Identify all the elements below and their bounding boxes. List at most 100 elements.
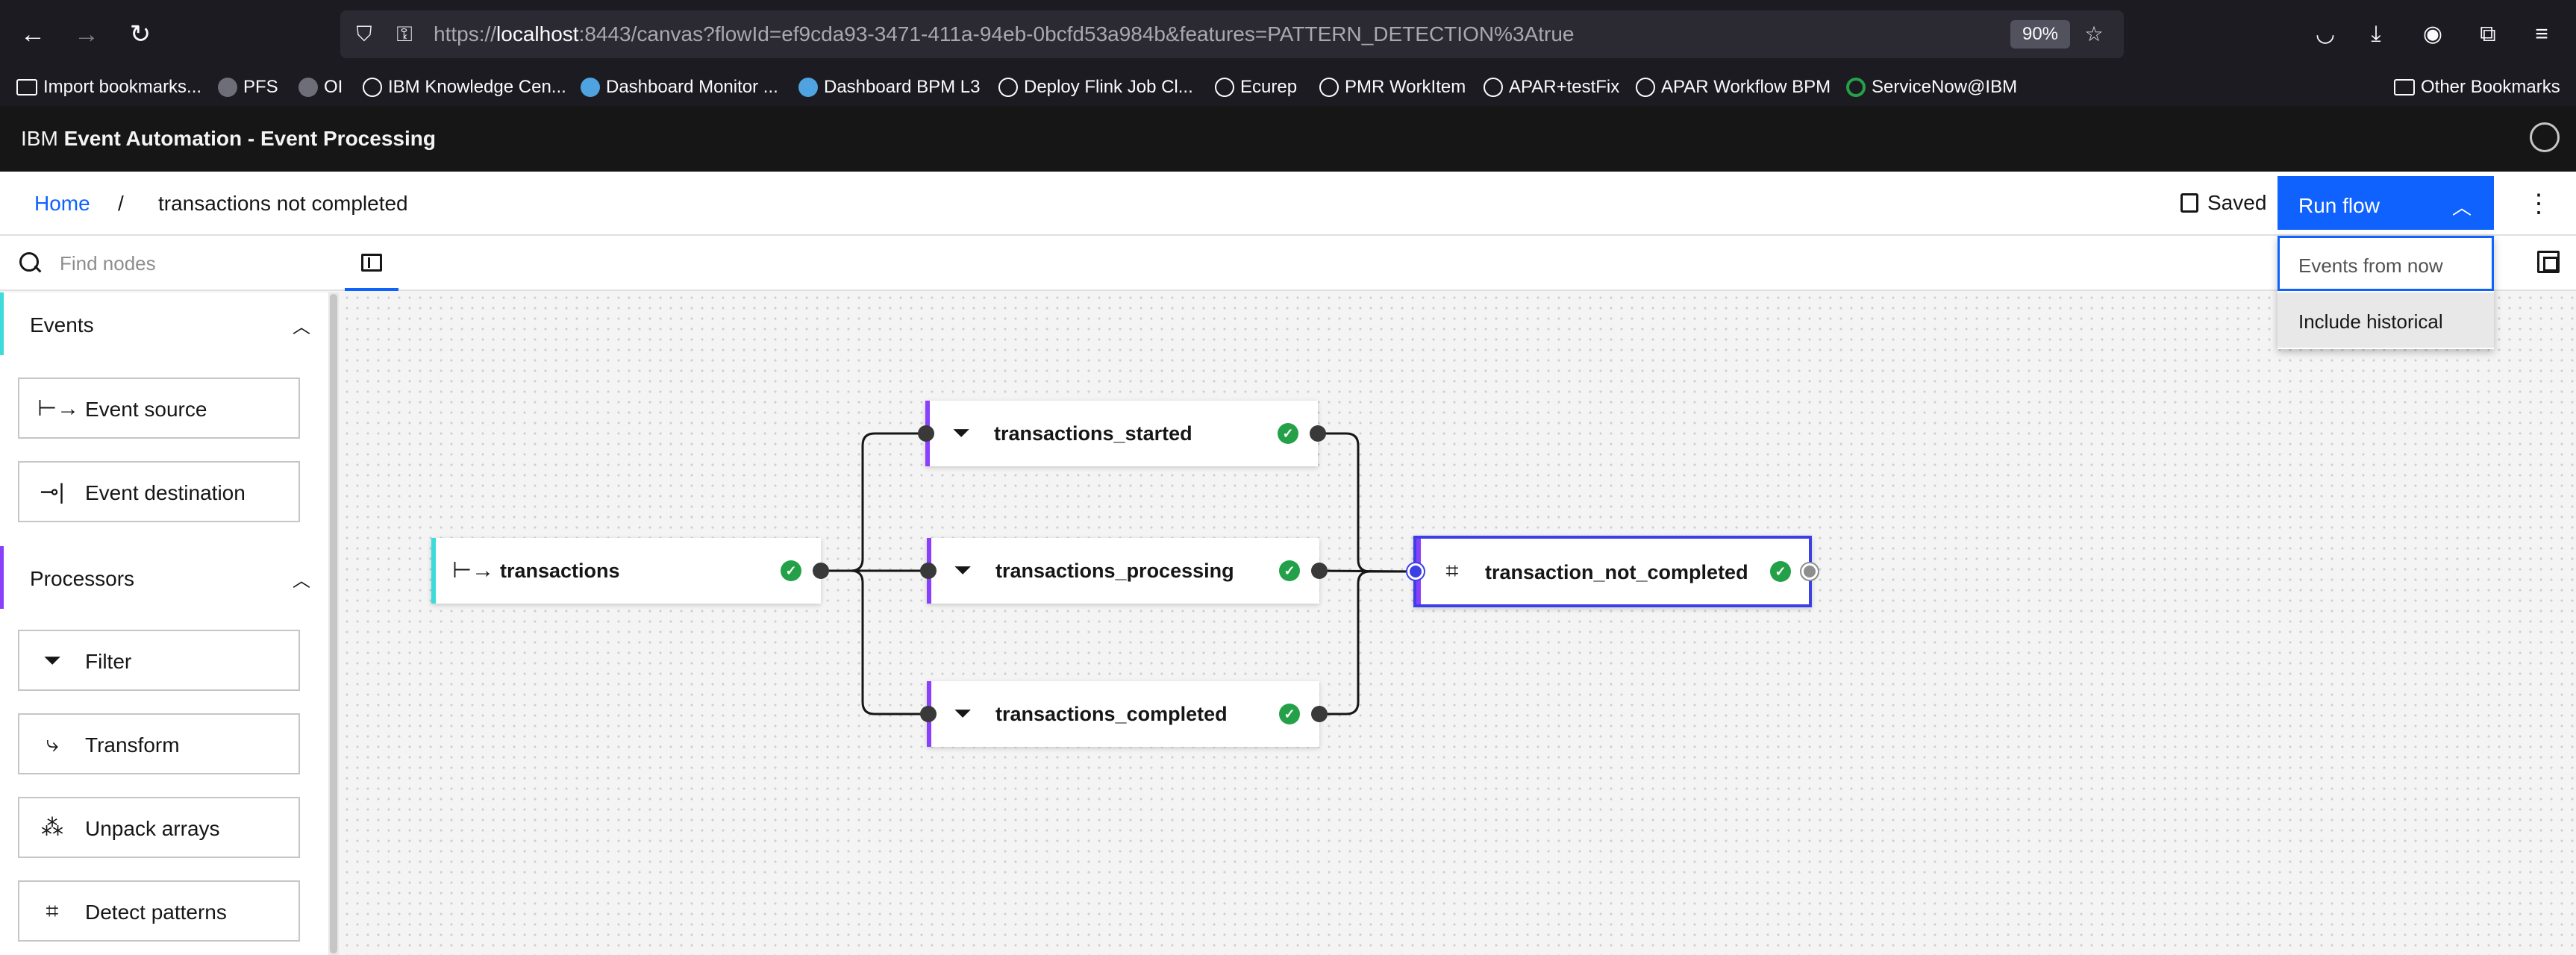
output-port[interactable]: [1311, 706, 1328, 722]
valid-checkmark-icon: ✓: [1770, 561, 1791, 582]
menu-item-include-historical[interactable]: Include historical: [2278, 292, 2494, 348]
address-bar[interactable]: ⛉ ⚿ https://localhost:8443/canvas?flowId…: [340, 10, 2124, 58]
input-port[interactable]: [1407, 563, 1424, 580]
palette-item-event-source[interactable]: ⊢→ Event source: [18, 378, 300, 439]
bookmark-item[interactable]: Deploy Flink Job Cl...: [998, 73, 1193, 101]
forward-arrow-icon[interactable]: →: [74, 20, 99, 48]
breadcrumb-separator: /: [118, 192, 124, 215]
input-port[interactable]: [920, 706, 937, 722]
event-source-icon: ⊢→: [37, 396, 80, 421]
import-icon: [16, 79, 37, 96]
app-header: IBM Event Automation - Event Processing: [0, 106, 2576, 172]
downloads-icon[interactable]: ⤓: [2371, 22, 2381, 46]
valid-checkmark-icon: ✓: [1278, 423, 1298, 444]
browser-toolbar: ← → ↻ ⛉ ⚿ https://localhost:8443/canvas?…: [0, 0, 2576, 69]
collapse-palette-button[interactable]: [345, 236, 398, 291]
breadcrumb-home-link[interactable]: Home: [34, 192, 90, 215]
overflow-menu-icon[interactable]: ⋮: [2526, 190, 2551, 218]
other-bookmarks[interactable]: Other Bookmarks: [2394, 73, 2560, 101]
menu-item-events-from-now[interactable]: Events from now: [2278, 236, 2494, 291]
bookmark-item[interactable]: OI: [298, 73, 343, 101]
node-transactions-completed[interactable]: ⏷ transactions_completed ✓: [927, 681, 1319, 747]
events-accent: [0, 292, 4, 355]
valid-checkmark-icon: ✓: [1279, 560, 1300, 581]
dashboard-icon: [581, 78, 600, 97]
bookmark-item[interactable]: Ecurep: [1215, 73, 1297, 101]
bookmark-item[interactable]: PMR WorkItem: [1319, 73, 1466, 101]
back-arrow-icon[interactable]: ←: [20, 20, 46, 48]
zoom-level-badge[interactable]: 90%: [2010, 20, 2070, 48]
output-port[interactable]: [1311, 563, 1328, 579]
run-flow-button[interactable]: Run flow ︿: [2278, 176, 2494, 230]
valid-checkmark-icon: ✓: [1279, 704, 1300, 724]
bookmark-item[interactable]: APAR+testFix: [1484, 73, 1619, 101]
bookmark-item[interactable]: Dashboard Monitor ...: [581, 73, 778, 101]
chevron-up-icon: ︿: [293, 571, 310, 591]
node-transactions-started[interactable]: ⏷ transactions_started ✓: [925, 401, 1318, 466]
github-icon: [218, 78, 237, 97]
breadcrumb: Home / transactions not completed Saved …: [0, 172, 2576, 236]
bookmark-item[interactable]: APAR Workflow BPM: [1636, 73, 1831, 101]
fit-to-screen-icon[interactable]: [2537, 251, 2560, 273]
globe-icon: [1319, 78, 1339, 97]
run-flow-menu: Events from now Include historical: [2278, 236, 2494, 349]
bookmark-item[interactable]: Import bookmarks...: [16, 73, 201, 101]
folder-icon: [2394, 79, 2415, 96]
bookmark-item[interactable]: ServiceNow@IBM: [1846, 73, 2017, 101]
output-port[interactable]: [813, 563, 829, 579]
globe-icon: [1484, 78, 1503, 97]
url-text[interactable]: https://localhost:8443/canvas?flowId=ef9…: [434, 22, 1575, 46]
palette-item-unpack-arrays[interactable]: ⁂ Unpack arrays: [18, 797, 300, 858]
output-port[interactable]: [1310, 425, 1326, 442]
palette-item-filter[interactable]: ⏷ Filter: [18, 630, 300, 691]
node-search: [0, 236, 345, 291]
filter-icon: ⏷: [952, 421, 970, 445]
chevron-up-icon: ︿: [293, 317, 310, 337]
bookmark-item[interactable]: PFS: [218, 73, 278, 101]
node-accent: [431, 538, 436, 604]
section-processors[interactable]: Processors ︿: [0, 546, 328, 609]
bookmark-item[interactable]: IBM Knowledge Cen...: [363, 73, 566, 101]
scrollbar-thumb[interactable]: [330, 294, 337, 954]
event-source-icon: ⊢→: [452, 558, 495, 583]
chevron-up-icon: ︿: [2451, 196, 2472, 219]
transform-icon: ⤷: [46, 732, 59, 757]
save-status: Saved: [2180, 191, 2266, 215]
palette-item-detect-patterns[interactable]: ⌗ Detect patterns: [18, 880, 300, 942]
save-icon: [2180, 193, 2198, 213]
shield-icon[interactable]: ⛉: [356, 22, 372, 46]
node-transactions-processing[interactable]: ⏷ transactions_processing ✓: [927, 538, 1319, 604]
search-icon: [19, 252, 42, 275]
output-port[interactable]: [1801, 563, 1818, 580]
node-transaction-not-completed[interactable]: ⌗ transaction_not_completed ✓: [1413, 536, 1812, 607]
extensions-icon[interactable]: ⧉: [2480, 22, 2496, 46]
app-menu-icon[interactable]: ≡: [2535, 22, 2548, 46]
unpack-arrays-icon: ⁂: [41, 815, 63, 840]
filter-icon: ⏷: [954, 701, 972, 726]
palette-scrollbar[interactable]: [328, 292, 339, 955]
account-icon[interactable]: ◉: [2422, 22, 2443, 46]
reload-icon[interactable]: ↻: [129, 20, 151, 48]
section-events[interactable]: Events ︿: [0, 292, 328, 355]
input-port[interactable]: [918, 425, 934, 442]
valid-checkmark-icon: ✓: [781, 560, 801, 581]
node-palette: Events ︿ ⊢→ Event source ⊸| Event destin…: [0, 292, 328, 955]
flow-name[interactable]: transactions not completed: [158, 192, 408, 215]
search-input[interactable]: [60, 249, 328, 278]
input-port[interactable]: [920, 563, 937, 579]
pocket-icon[interactable]: ◡: [2315, 22, 2336, 46]
app-title[interactable]: IBM Event Automation - Event Processing: [21, 127, 436, 150]
palette-item-event-destination[interactable]: ⊸| Event destination: [18, 461, 300, 522]
servicenow-icon: [1846, 78, 1866, 97]
lock-icon[interactable]: ⚿: [396, 22, 413, 46]
bookmark-item[interactable]: Dashboard BPM L3: [798, 73, 980, 101]
event-destination-icon: ⊸|: [40, 480, 65, 504]
user-profile-icon[interactable]: [2530, 122, 2560, 152]
palette-item-transform[interactable]: ⤷ Transform: [18, 713, 300, 774]
bookmark-star-icon[interactable]: ☆: [2084, 22, 2104, 46]
globe-icon: [363, 78, 382, 97]
flow-canvas[interactable]: [342, 292, 2576, 955]
node-transactions[interactable]: ⊢→ transactions ✓: [431, 538, 821, 604]
detect-patterns-icon: ⌗: [46, 899, 59, 924]
filter-icon: ⏷: [954, 558, 972, 583]
